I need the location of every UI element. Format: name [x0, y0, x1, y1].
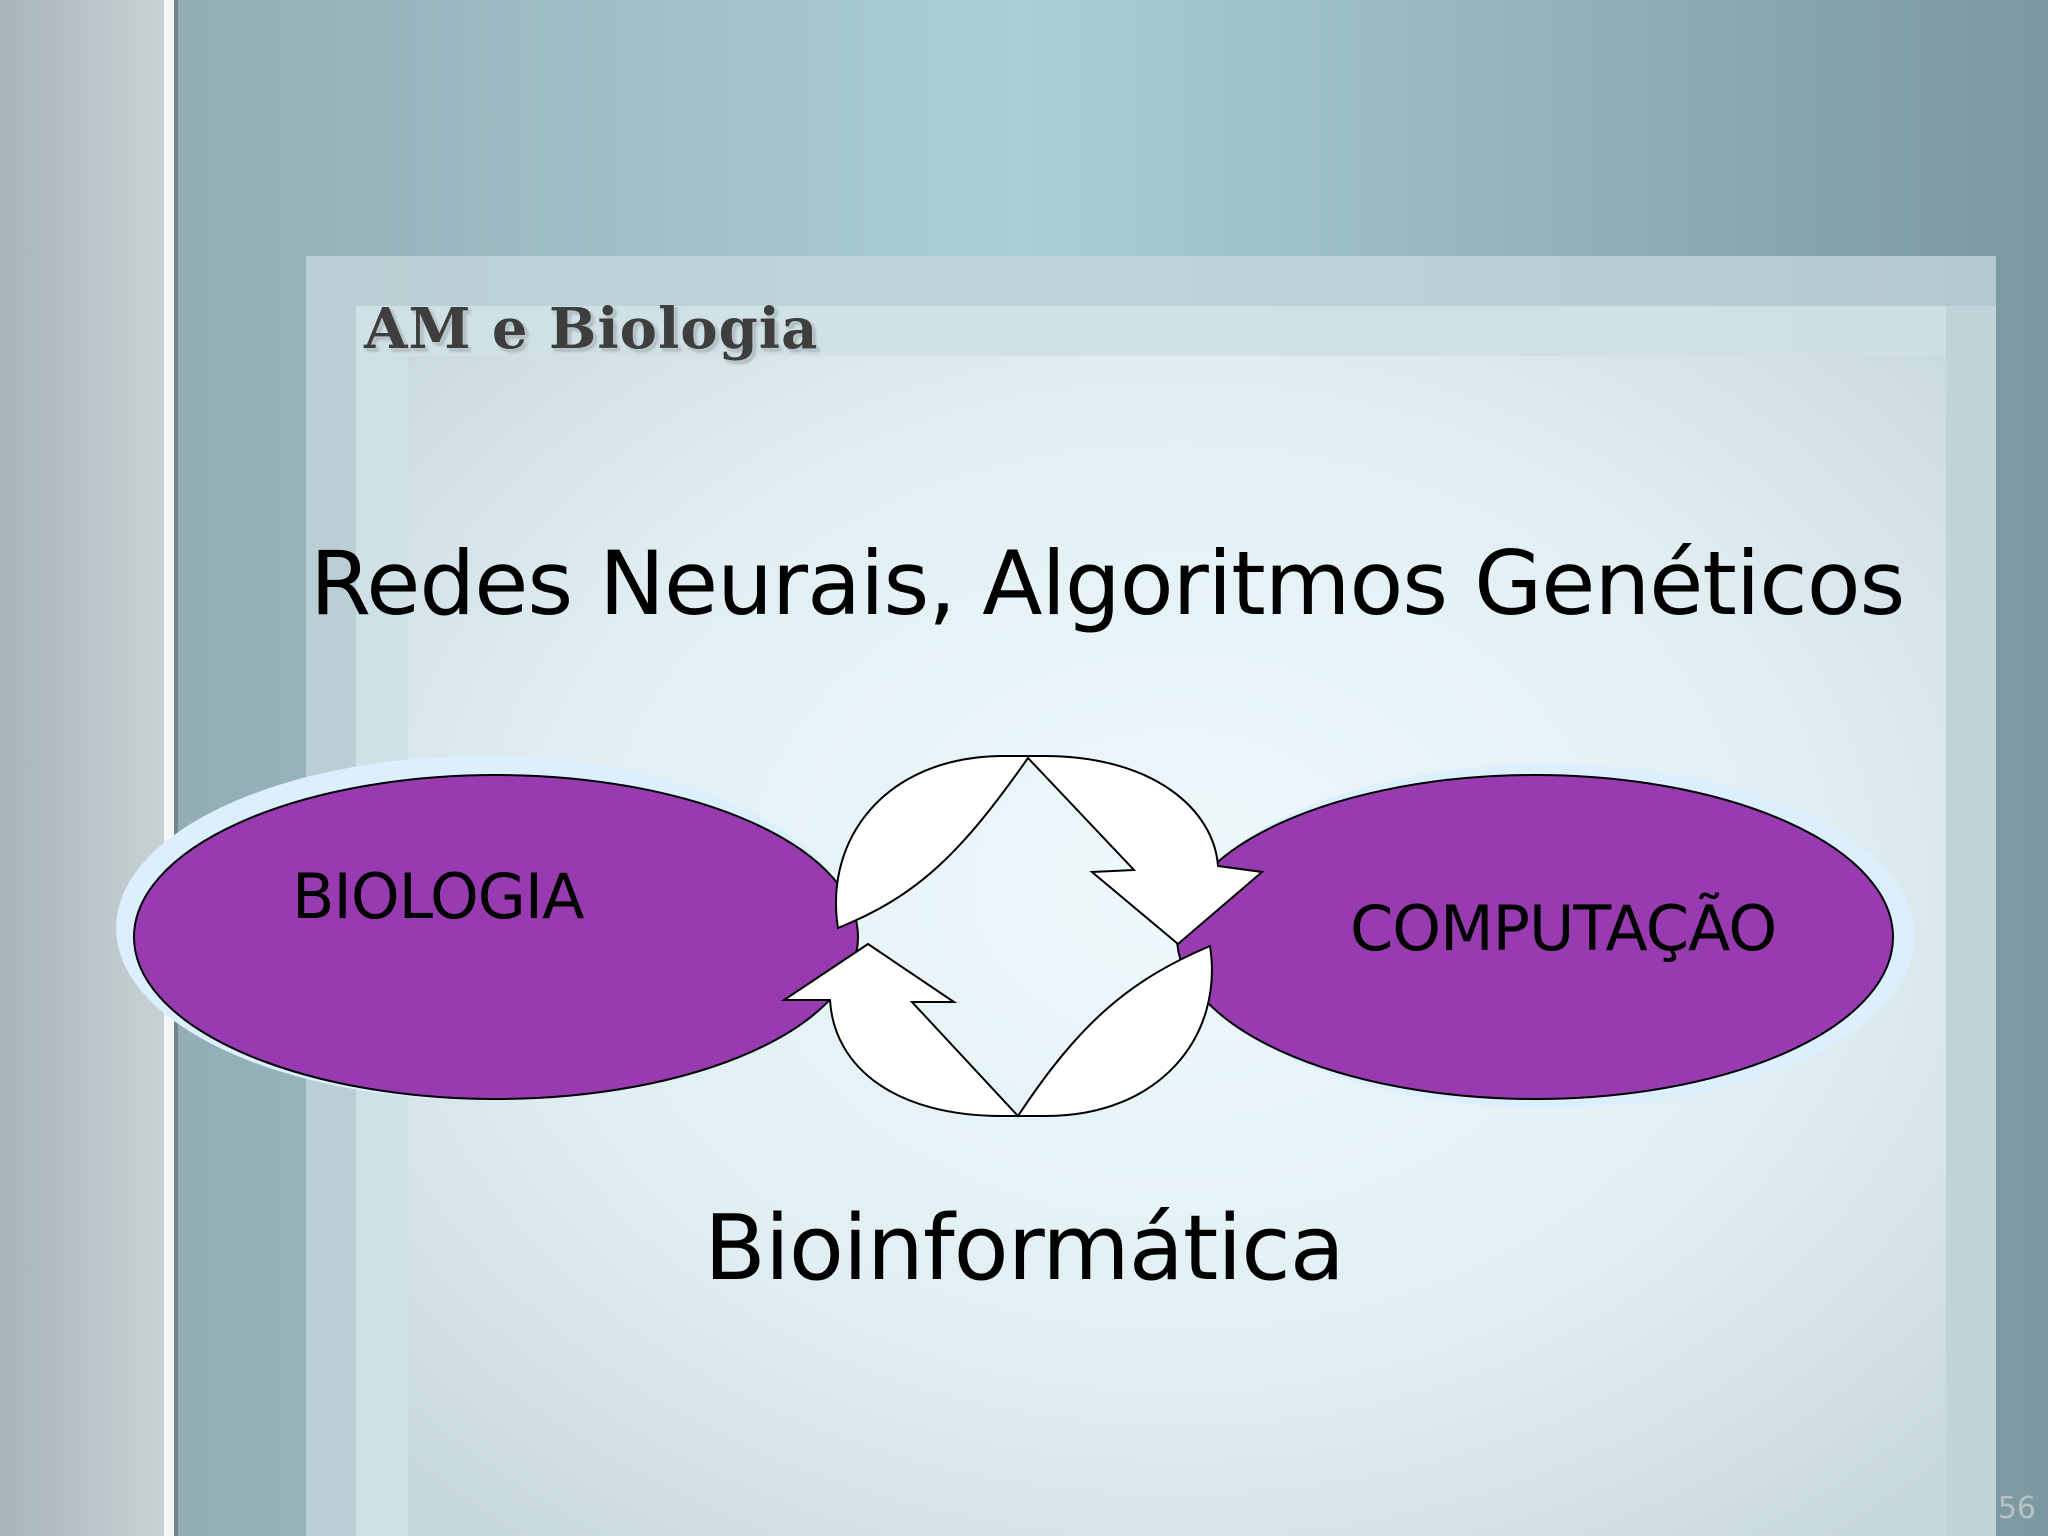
slide-title: AM e Biologia: [364, 296, 819, 362]
biologia-node: [133, 774, 859, 1100]
bioinformatica-label: Bioinformática: [704, 1196, 1345, 1301]
computacao-label: COMPUTAÇÃO: [1350, 892, 1777, 965]
biologia-label: BIOLOGIA: [292, 860, 584, 933]
slide-subtitle: Redes Neurais, Algoritmos Genéticos: [310, 532, 1905, 635]
arrow-to-biologia: [780, 942, 1213, 1118]
slide-number: 56: [1997, 1491, 2036, 1526]
arrow-to-computacao: [835, 755, 1265, 946]
